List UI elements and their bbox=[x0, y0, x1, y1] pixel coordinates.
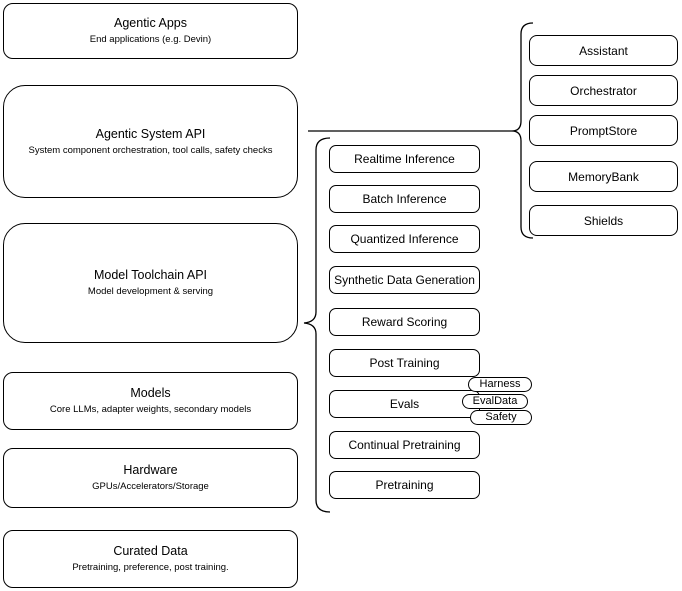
box-models: Models Core LLMs, adapter weights, secon… bbox=[3, 372, 298, 430]
item-label: Realtime Inference bbox=[354, 152, 455, 166]
toolchain-item-pretraining: Pretraining bbox=[329, 471, 480, 499]
toolchain-item-batch-inference: Batch Inference bbox=[329, 185, 480, 213]
toolchain-item-quantized-inference: Quantized Inference bbox=[329, 225, 480, 253]
toolchain-item-synthetic-data-generation: Synthetic Data Generation bbox=[329, 266, 480, 294]
box-subtitle: Core LLMs, adapter weights, secondary mo… bbox=[49, 404, 252, 416]
component-item-assistant: Assistant bbox=[529, 35, 678, 66]
item-label: Post Training bbox=[369, 356, 440, 370]
toolchain-item-realtime-inference: Realtime Inference bbox=[329, 145, 480, 173]
toolchain-item-continual-pretraining: Continual Pretraining bbox=[329, 431, 480, 459]
tag-label: Safety bbox=[485, 411, 517, 423]
box-title: Model Toolchain API bbox=[93, 268, 208, 283]
box-subtitle: End applications (e.g. Devin) bbox=[89, 34, 212, 46]
item-label: Evals bbox=[389, 397, 420, 411]
item-label: Pretraining bbox=[375, 478, 434, 492]
box-subtitle: System component orchestration, tool cal… bbox=[28, 144, 273, 156]
component-item-shields: Shields bbox=[529, 205, 678, 236]
item-label: Shields bbox=[583, 213, 624, 228]
item-label: Synthetic Data Generation bbox=[334, 273, 475, 287]
item-label: Reward Scoring bbox=[361, 315, 448, 329]
toolchain-item-reward-scoring: Reward Scoring bbox=[329, 308, 480, 336]
item-label: PromptStore bbox=[569, 123, 638, 138]
box-subtitle: Model development & serving bbox=[87, 286, 214, 298]
box-title: Agentic Apps bbox=[114, 16, 187, 31]
box-title: Agentic System API bbox=[95, 126, 206, 141]
eval-tag-harness: Harness bbox=[468, 377, 532, 392]
item-label: Continual Pretraining bbox=[348, 438, 461, 452]
eval-tag-evaldata: EvalData bbox=[462, 394, 528, 409]
item-label: Quantized Inference bbox=[350, 232, 459, 246]
box-hardware: Hardware GPUs/Accelerators/Storage bbox=[3, 448, 298, 508]
box-title: Models bbox=[130, 386, 171, 401]
box-model-toolchain-api: Model Toolchain API Model development & … bbox=[3, 223, 298, 343]
eval-tag-safety: Safety bbox=[470, 410, 532, 425]
toolchain-item-evals: Evals bbox=[329, 390, 480, 418]
component-item-promptstore: PromptStore bbox=[529, 115, 678, 146]
tag-label: Harness bbox=[479, 378, 521, 390]
box-subtitle: Pretraining, preference, post training. bbox=[72, 562, 229, 574]
item-label: Batch Inference bbox=[362, 192, 447, 206]
box-curated-data: Curated Data Pretraining, preference, po… bbox=[3, 530, 298, 588]
box-title: Hardware bbox=[123, 463, 178, 478]
component-item-memorybank: MemoryBank bbox=[529, 161, 678, 192]
item-label: Assistant bbox=[579, 43, 628, 58]
item-label: MemoryBank bbox=[568, 169, 639, 184]
toolchain-brace bbox=[303, 137, 331, 513]
item-label: Orchestrator bbox=[570, 83, 637, 98]
box-title: Curated Data bbox=[113, 544, 188, 559]
box-subtitle: GPUs/Accelerators/Storage bbox=[92, 481, 209, 493]
box-agentic-apps: Agentic Apps End applications (e.g. Devi… bbox=[3, 3, 298, 59]
box-agentic-system-api: Agentic System API System component orch… bbox=[3, 85, 298, 198]
component-item-orchestrator: Orchestrator bbox=[529, 75, 678, 106]
toolchain-item-post-training: Post Training bbox=[329, 349, 480, 377]
tag-label: EvalData bbox=[472, 395, 518, 407]
